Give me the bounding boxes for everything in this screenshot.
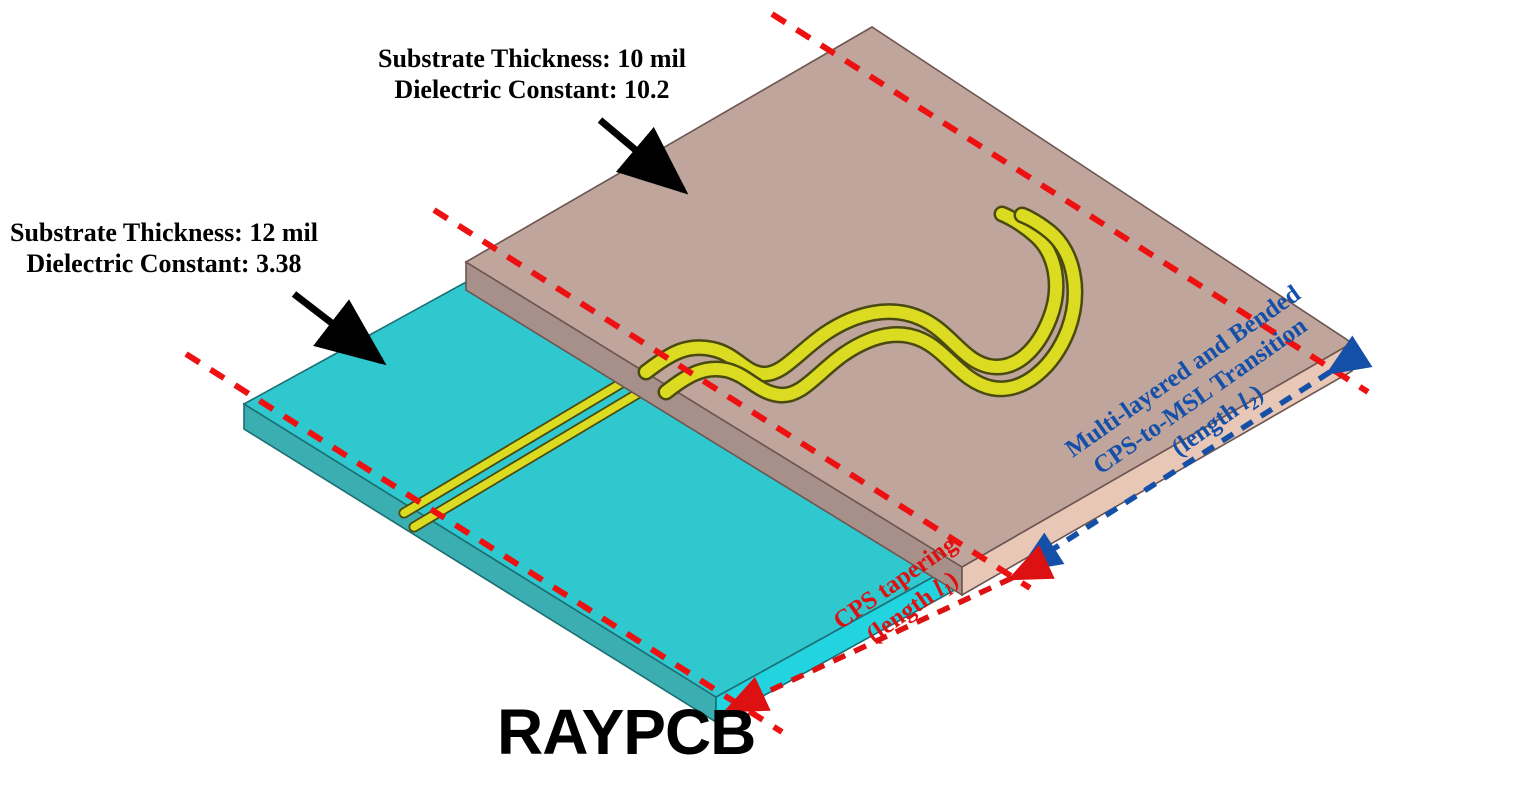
reference-line-middle: [432, 207, 1032, 591]
annotation-top-substrate: Substrate Thickness: 10 mil Dielectric C…: [378, 44, 686, 105]
pointer-arrow-top-board: [597, 117, 689, 195]
reference-line-bottom: [184, 351, 784, 735]
tapering-dimension-arrow: [723, 544, 1055, 713]
meander-trace: [637, 205, 1084, 404]
pointer-arrow-bottom-board: [291, 291, 387, 366]
meander-outer: [640, 208, 1063, 381]
pointer-arrows: [291, 117, 689, 366]
reference-lines: [184, 11, 1370, 735]
transition-dimension-arrow: [1017, 335, 1373, 572]
annotation-left-line2: Dielectric Constant: 3.38: [26, 248, 302, 278]
watermark-logo: RAYPCB: [497, 696, 756, 768]
annotation-bottom-substrate: Substrate Thickness: 12 mil Dielectric C…: [10, 218, 318, 279]
annotation-top-line1: Substrate Thickness: 10 mil: [378, 44, 686, 73]
meander-inner: [660, 209, 1081, 402]
annotation-top-line2: Dielectric Constant: 10.2: [394, 74, 670, 104]
reference-line-top: [770, 11, 1370, 395]
transition-arrow-line: [1017, 335, 1373, 572]
annotation-left-line1: Substrate Thickness: 12 mil: [10, 218, 318, 247]
tapering-arrow-line: [723, 544, 1055, 713]
